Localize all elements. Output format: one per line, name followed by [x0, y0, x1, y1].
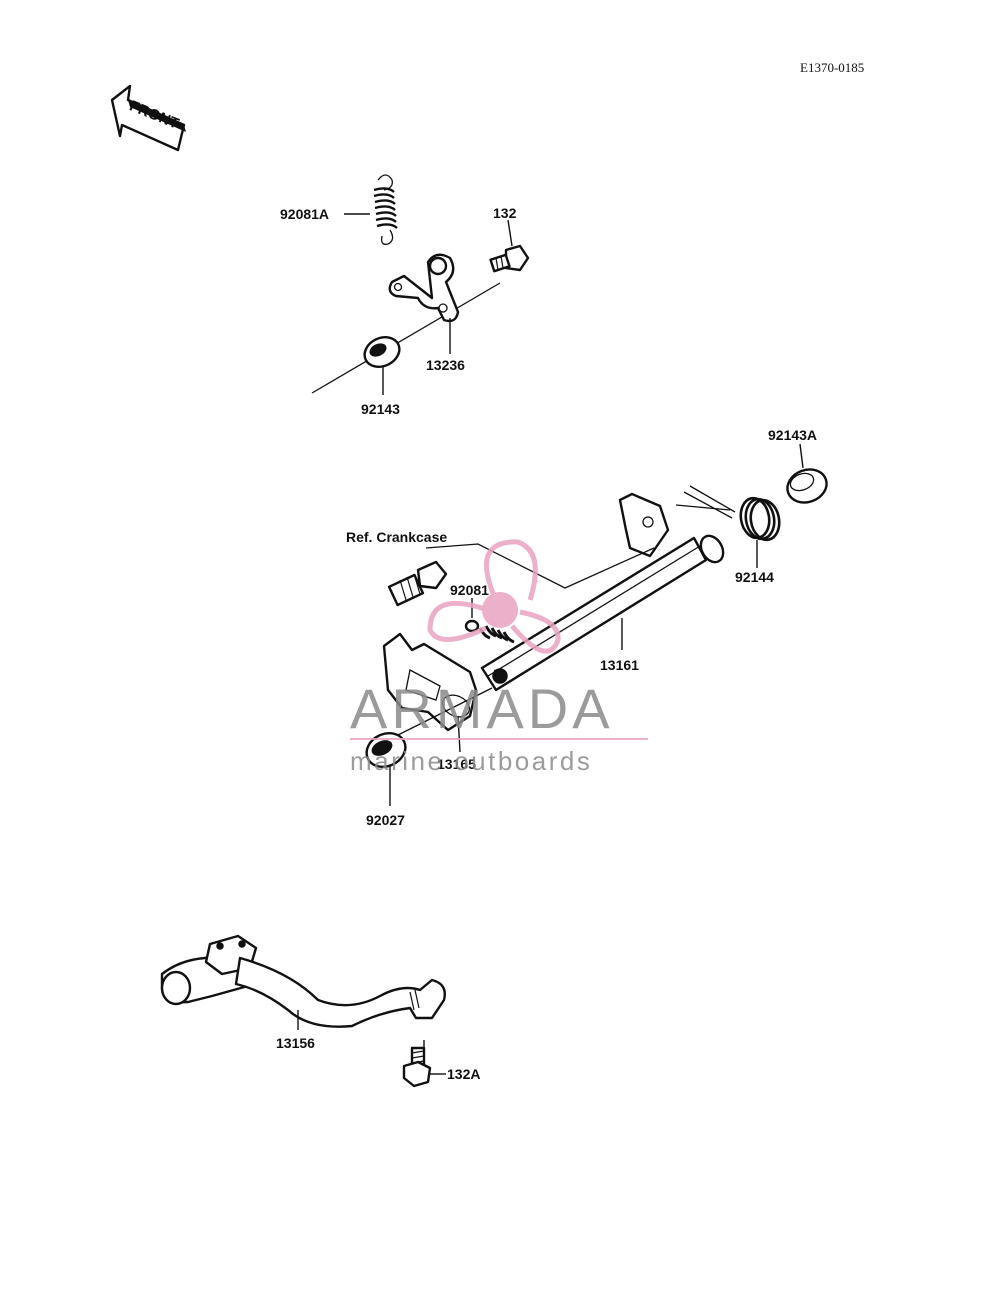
leader-13165: [457, 715, 461, 753]
leader-92143A: [799, 443, 804, 469]
label-132A: 132A: [447, 1066, 480, 1082]
front-arrow-icon: FRONT: [110, 84, 186, 152]
plate-13165: [382, 632, 508, 732]
label-92144: 92144: [735, 569, 774, 585]
spring-92081: [464, 619, 515, 644]
label-ref-crankcase: Ref. Crankcase: [346, 529, 447, 545]
label-92143A: 92143A: [768, 427, 817, 443]
label-92143: 92143: [361, 401, 400, 417]
label-13165: 13165: [437, 756, 476, 772]
spring-92081A: [373, 174, 398, 245]
watermark-brand: ARMADA: [350, 677, 614, 740]
collar-92143A: [786, 468, 828, 504]
bolt-132A: [402, 1046, 432, 1088]
label-92081A: 92081A: [280, 206, 329, 222]
spring-92144: [675, 485, 781, 542]
collar-92143: [363, 336, 401, 368]
shaft-13161: [480, 492, 725, 692]
propeller-logo-icon: [427, 539, 561, 654]
label-92081: 92081: [450, 582, 489, 598]
bracket-13236: [388, 253, 460, 323]
label-132: 132: [493, 205, 517, 221]
watermark-rule: [350, 738, 648, 740]
pedal-13156: [160, 934, 446, 1028]
crankcase-pin: [387, 560, 448, 607]
axis-line-top: [311, 282, 501, 394]
watermark: ARMADA marine outboards: [350, 539, 648, 776]
watermark-tagline: marine outboards: [350, 746, 592, 776]
ref-crankcase-leader: [425, 543, 655, 589]
label-13236: 13236: [426, 357, 465, 373]
diagram-code: E1370-0185: [800, 60, 864, 75]
label-13156: 13156: [276, 1035, 315, 1051]
label-92027: 92027: [366, 812, 405, 828]
bolt-132: [489, 244, 530, 273]
leader-132: [507, 219, 513, 247]
label-13161: 13161: [600, 657, 639, 673]
seal-92027: [365, 732, 407, 768]
